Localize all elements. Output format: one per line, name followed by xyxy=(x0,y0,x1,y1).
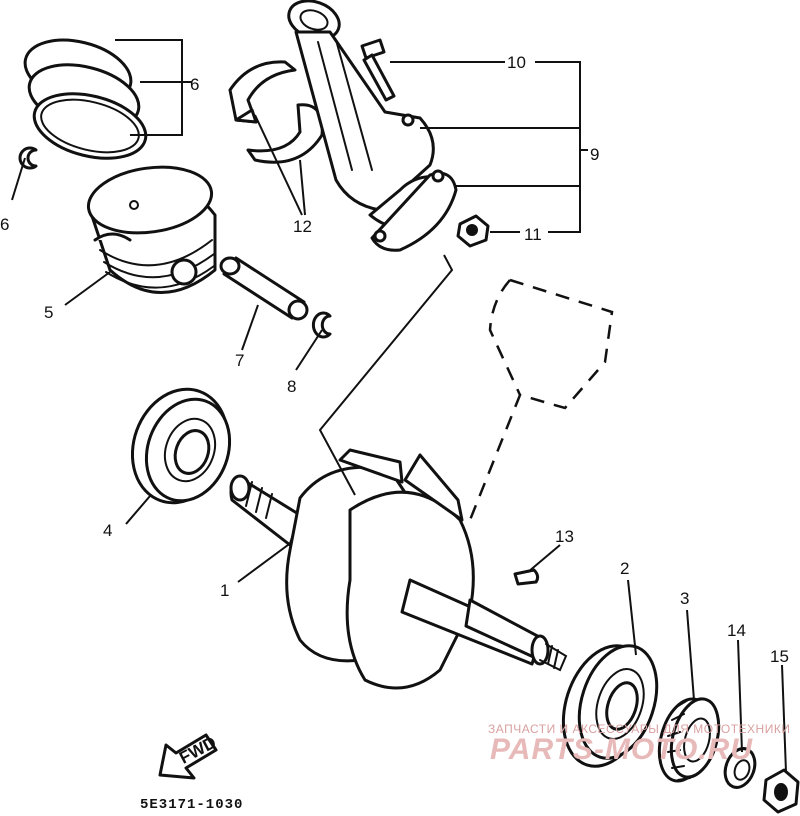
connecting-rod xyxy=(287,0,458,252)
woodruff-key xyxy=(513,568,540,586)
piston-rings xyxy=(23,38,148,160)
callout-7: 7 xyxy=(235,351,244,370)
piston-pin xyxy=(219,256,309,321)
watermark-tagline: ЗАПЧАСТИ И АКСЕССУАРЫ ДЛЯ МОТОТЕХНИКИ xyxy=(488,722,791,736)
nut xyxy=(762,768,800,814)
callout-10: 10 xyxy=(507,53,526,72)
callout-15: 15 xyxy=(770,647,789,666)
callout-13: 13 xyxy=(555,527,574,546)
callout-6-clip: 6 xyxy=(0,215,9,234)
rod-nut xyxy=(456,214,490,248)
watermark-logo: PARTS-MOTO.RU xyxy=(490,733,754,766)
crankshaft xyxy=(229,278,614,690)
main-bearing-left xyxy=(130,387,232,505)
washer xyxy=(723,747,757,789)
callout-6-rings: 6 xyxy=(190,75,199,94)
callout-2: 2 xyxy=(620,559,629,578)
callout-numbers: 1 2 3 4 5 6 6 7 8 9 10 11 12 13 14 15 xyxy=(0,53,789,666)
callout-1: 1 xyxy=(220,581,229,600)
callout-14: 14 xyxy=(727,621,746,640)
rod-bolt xyxy=(360,38,396,102)
callout-3: 3 xyxy=(680,589,689,608)
fwd-arrow-icon: FWD xyxy=(158,733,219,780)
callout-4: 4 xyxy=(103,521,112,540)
piston xyxy=(86,165,217,294)
callout-9: 9 xyxy=(590,145,599,164)
piston-pin-clip-right xyxy=(311,311,332,339)
callout-8: 8 xyxy=(287,377,296,396)
drive-gear xyxy=(657,697,721,783)
drawing-code: 5E3171-1030 xyxy=(140,797,244,813)
callout-5: 5 xyxy=(44,303,53,322)
callout-11: 11 xyxy=(524,225,542,244)
callout-12: 12 xyxy=(293,217,312,236)
leader-lines xyxy=(11,39,787,773)
main-bearing-right xyxy=(561,644,659,768)
